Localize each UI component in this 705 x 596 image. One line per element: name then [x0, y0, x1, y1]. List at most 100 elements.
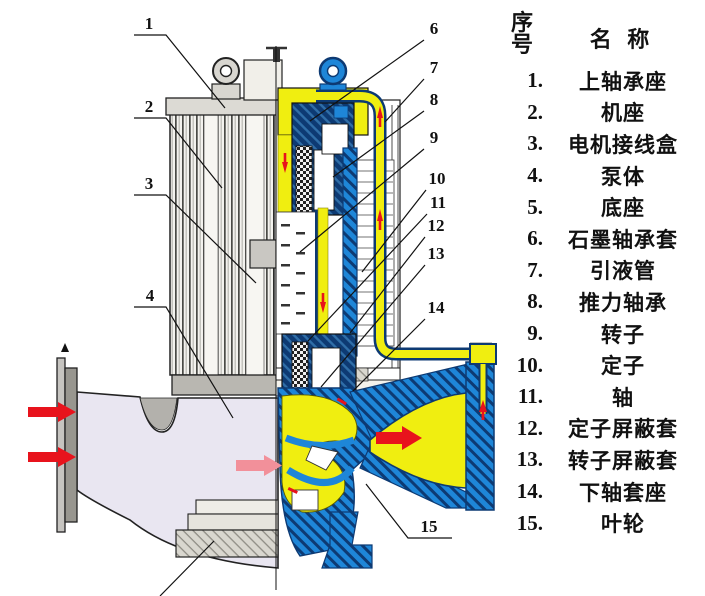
legend-row: 11. 轴 [497, 381, 703, 413]
legend-row: 15.叶轮 [497, 507, 703, 539]
callout-number-2: 2 [145, 97, 154, 116]
callout-leader [134, 194, 257, 284]
legend-row: 1. 上轴承座 [497, 65, 703, 97]
callout-leader [134, 117, 223, 189]
legend-item-number: 3. [527, 131, 543, 156]
graphite-bearing-sleeve-upper [295, 145, 313, 213]
legend-item-name: 叶轮 [601, 512, 645, 537]
legend-item-name: 电机接线盒 [568, 132, 678, 157]
legend-row: 9. 转子 [497, 318, 703, 350]
legend-row: 7. 引液管 [497, 255, 703, 287]
legend-item-name: 定子 [601, 354, 645, 379]
callout-leader [349, 236, 426, 334]
callout-leader [134, 306, 234, 419]
legend-item-name: 机座 [601, 101, 645, 126]
callout-leader [309, 39, 425, 122]
callout-number-12: 12 [428, 216, 445, 235]
legend-col-no: 序号 [511, 10, 534, 57]
legend-item-name: 泵体 [601, 164, 645, 189]
impeller-hub [305, 445, 339, 471]
legend-row: 12.定子屏蔽套 [497, 413, 703, 445]
legend-row: 4. 泵体 [497, 160, 703, 192]
stator-shield-sleeve [342, 147, 358, 357]
volute-section [277, 342, 495, 569]
callout-leader [352, 318, 426, 392]
flow-arrows [28, 106, 487, 494]
legend-item-name: 转子 [601, 322, 645, 347]
impeller-inlet-arrow [236, 455, 282, 476]
legend-item-name: 下轴套座 [579, 480, 667, 505]
callout-number-3: 3 [145, 174, 154, 193]
legend-item-name: 底座 [601, 196, 645, 221]
legend-panel: 序号 名 称 1. 上轴承座 2. 机座 3. 电机接线盒 4. 泵体 5. 底座 6. 石墨轴承套 7… [497, 12, 703, 584]
callout-number-10: 10 [429, 169, 446, 188]
tube-flow-arrow-bottom [479, 400, 487, 420]
legend-row: 6. 石墨轴承套 [497, 223, 703, 255]
graphite-bearing-sleeve-lower [291, 341, 309, 393]
volute-foot [321, 511, 373, 569]
rotor-gap-liquid [317, 207, 329, 339]
legend-item-number: 7. [527, 257, 543, 282]
callout-number-8: 8 [430, 90, 439, 109]
legend-row: 2. 机座 [497, 97, 703, 129]
legend-col-name: 名 称 [589, 27, 655, 52]
callout-leader [299, 148, 425, 253]
callout-leader [159, 540, 215, 596]
legend-item-number: 4. [527, 163, 543, 188]
legend-row: 8.推力轴承 [497, 286, 703, 318]
callout-leader [384, 78, 425, 123]
callout-number-6: 6 [430, 19, 439, 38]
callout-leader [332, 110, 425, 178]
motor-housing [165, 46, 287, 396]
base-plates [175, 499, 279, 558]
legend-item-number: 6. [527, 226, 543, 251]
legend-item-name: 石墨轴承套 [568, 227, 678, 252]
callout-number-14: 14 [428, 298, 446, 317]
callout-number-13: 13 [428, 244, 445, 263]
lifting-eye-right [318, 56, 348, 93]
legend-item-name: 上轴承座 [579, 69, 667, 94]
channel-flow-arrow-lower [320, 293, 326, 313]
inlet-arrow-1 [28, 402, 76, 422]
flange-axis-arrow-icon [61, 343, 69, 352]
discharge-arrow [376, 426, 422, 450]
legend-item-name: 推力轴承 [579, 290, 667, 315]
legend-row: 10. 定子 [497, 349, 703, 381]
callout-leader [307, 213, 428, 342]
legend-item-number: 10. [516, 352, 543, 377]
legend-row: 5. 底座 [497, 191, 703, 223]
channel-flow-arrow-upper [282, 153, 288, 173]
legend-item-number: 11. [517, 384, 543, 409]
inlet-arrow-2 [28, 447, 76, 467]
legend-item-number: 5. [527, 194, 543, 219]
callout-number-11: 11 [430, 193, 446, 212]
rotor [275, 211, 317, 335]
legend-item-number: 13. [516, 447, 543, 472]
legend-header: 序号 名 称 [497, 12, 703, 65]
legend-item-number: 9. [527, 321, 543, 346]
legend-item-number: 1. [527, 68, 543, 93]
legend-row: 3. 电机接线盒 [497, 128, 703, 160]
legend-row: 13. 转子屏蔽套 [497, 444, 703, 476]
callout-number-7: 7 [430, 58, 439, 77]
callout-leader [134, 34, 226, 109]
suction-flange [56, 343, 78, 533]
callout-leader [365, 483, 452, 539]
rotor-shield-sleeve [315, 210, 318, 336]
legend-item-name: 轴 [612, 385, 634, 410]
legend-item-name: 转子屏蔽套 [568, 448, 678, 473]
legend-item-number: 12. [516, 415, 543, 440]
tube-flow-arrow-mid [377, 209, 383, 230]
legend-row: 14.下轴套座 [497, 476, 703, 508]
callout-number-9: 9 [430, 128, 439, 147]
callout-number-1: 1 [145, 14, 154, 33]
terminal-box [249, 239, 279, 269]
tube-flow-arrow-top [377, 106, 383, 127]
legend-item-name: 引液管 [590, 259, 656, 284]
legend-item-number: 2. [527, 99, 543, 124]
callout-leader [320, 264, 426, 388]
